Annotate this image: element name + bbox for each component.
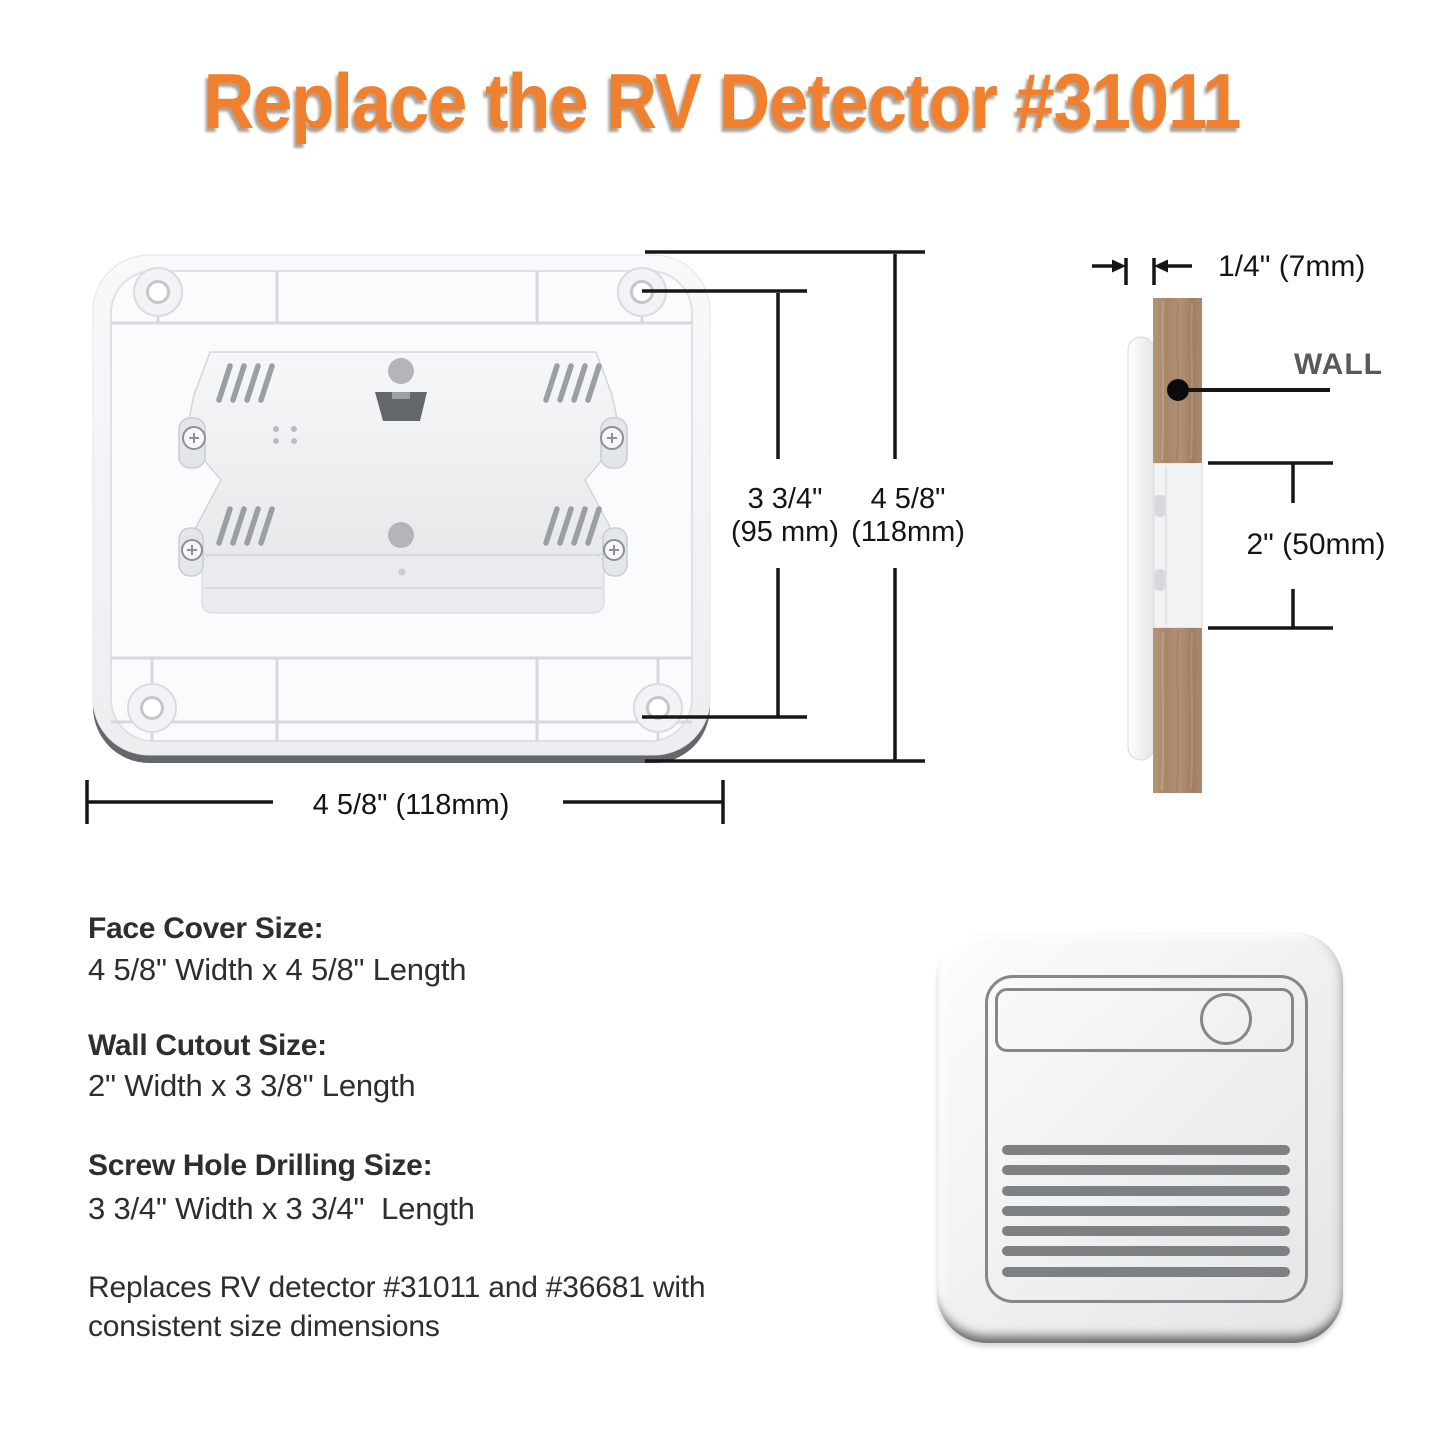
face-plate bbox=[92, 254, 711, 763]
detector-body-profile bbox=[1153, 462, 1203, 629]
contact-dots bbox=[273, 426, 297, 444]
wall-thickness-dimension: 1/4" (7mm) bbox=[1218, 250, 1366, 283]
detector-front-view bbox=[937, 932, 1343, 1343]
wall-cross-section bbox=[1153, 298, 1202, 793]
face-width-dimension: 4 5/8" (118mm) bbox=[312, 789, 510, 821]
back-view-dimension-lines bbox=[85, 250, 925, 824]
page-title: Replace the RV Detector #31011 bbox=[204, 57, 1242, 145]
louver-bar bbox=[1002, 1145, 1290, 1155]
louver-bar bbox=[1002, 1165, 1290, 1176]
louver-bar bbox=[1002, 1226, 1290, 1237]
face-height-dimension: 4 5/8" (118mm) bbox=[845, 483, 971, 549]
cutout-height-dimension: 2" (50mm) bbox=[1246, 528, 1386, 561]
indicator-panel bbox=[995, 988, 1294, 1052]
screw-span-inches: 3 3/4" bbox=[747, 483, 823, 515]
face-height-mm: (118mm) bbox=[851, 516, 965, 548]
indicator-light bbox=[1200, 993, 1252, 1045]
mounting-bracket bbox=[178, 351, 628, 614]
keyhole-slot bbox=[375, 392, 427, 421]
vent-slots bbox=[216, 363, 602, 546]
face-cover-profile bbox=[1127, 336, 1155, 761]
page-title-row: Replace the RV Detector #31011 bbox=[0, 56, 1445, 147]
front-face-border bbox=[985, 975, 1308, 1303]
side-view-dimension-lines bbox=[1092, 258, 1333, 630]
screw-span-mm: (95 mm) bbox=[731, 516, 839, 548]
wall-callout-dot bbox=[1167, 379, 1189, 401]
face-height-inches: 4 5/8" bbox=[870, 483, 946, 515]
wall-cutout-size-heading: Wall Cutout Size: bbox=[88, 1029, 327, 1062]
wall-cutout-size-value: 2" Width x 3 3/8" Length bbox=[88, 1068, 416, 1103]
corner-screw-bosses bbox=[127, 267, 683, 733]
louver-bar bbox=[1002, 1205, 1290, 1216]
louver-bar bbox=[1002, 1266, 1290, 1277]
bracket-hole-bottom bbox=[388, 522, 414, 548]
case-seam-dot bbox=[398, 568, 406, 576]
bracket-hole-top bbox=[388, 358, 414, 384]
side-clips-and-screws bbox=[178, 417, 628, 577]
dimension-arrowheads bbox=[1112, 259, 1168, 273]
louver-bar bbox=[1002, 1246, 1290, 1257]
speaker-louvers bbox=[1002, 1145, 1290, 1277]
screw-span-dimension: 3 3/4" (95 mm) bbox=[722, 483, 848, 549]
face-cover-size-heading: Face Cover Size: bbox=[88, 912, 324, 945]
replacement-note: Replaces RV detector #31011 and #36681 w… bbox=[88, 1271, 706, 1343]
wall-label: WALL bbox=[1294, 348, 1383, 381]
screw-hole-size-value: 3 3/4" Width x 3 3/4" Length bbox=[88, 1191, 475, 1226]
back-view-diagram bbox=[85, 250, 925, 824]
side-view-diagram bbox=[1092, 258, 1333, 793]
screw-hole-size-heading: Screw Hole Drilling Size: bbox=[88, 1149, 433, 1182]
face-cover-size-value: 4 5/8" Width x 4 5/8" Length bbox=[88, 952, 467, 987]
louver-bar bbox=[1002, 1185, 1290, 1196]
